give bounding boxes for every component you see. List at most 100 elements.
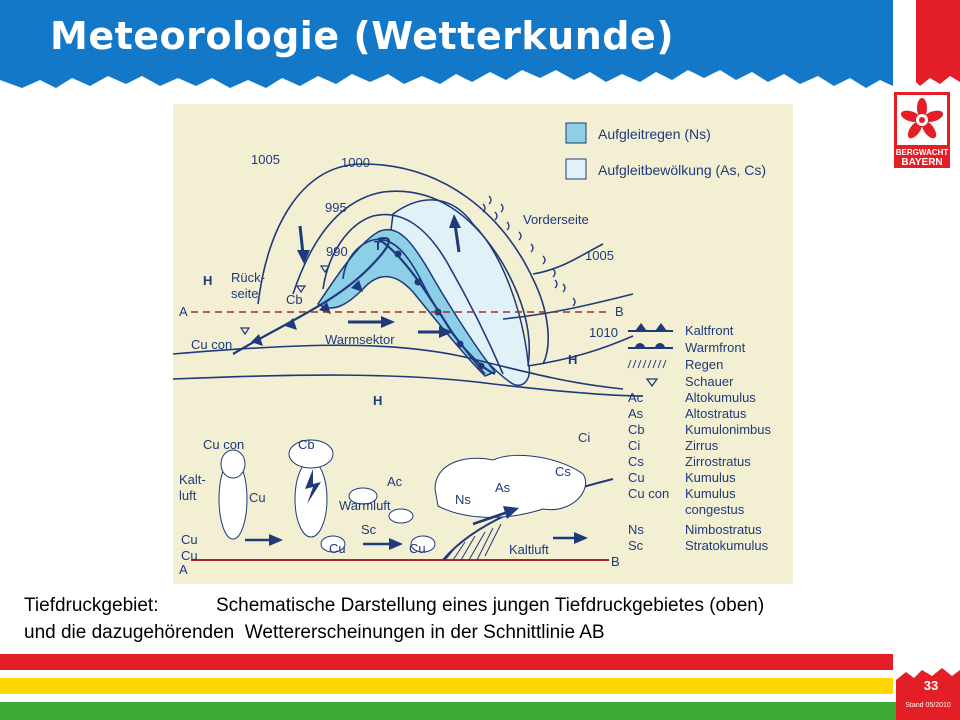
bergwacht-logo: BERGWACHT BAYERN	[894, 92, 950, 168]
caption-line-1: Tiefdruckgebiet: Schematische Darstellung…	[24, 592, 924, 619]
abbr-4: Cs	[628, 454, 644, 469]
section-cu-a: Cu	[249, 490, 266, 505]
abbr-name-7: congestus	[685, 502, 745, 517]
section-B: B	[611, 554, 620, 569]
section-kaltluft-1: Kalt-	[179, 472, 206, 487]
caption-label: Tiefdruckgebiet:	[24, 595, 159, 616]
abbr-name-0: Altokumulus	[685, 390, 756, 405]
label-cb-map: Cb	[286, 292, 303, 307]
label-warmsektor: Warmsektor	[325, 332, 395, 347]
legend-regen: Regen	[685, 357, 723, 372]
legend-kaltfront: Kaltfront	[685, 323, 734, 338]
isobar-990: 990	[326, 244, 348, 259]
legend-schauer: Schauer	[685, 374, 734, 389]
isobars	[173, 163, 644, 397]
abbr-8: Ns	[628, 522, 644, 537]
section-ci: Ci	[578, 430, 590, 445]
label-rueckseite-1: Rück-	[231, 270, 265, 285]
low-pressure-diagram: Aufgleitregen (Ns) Aufgleitbewölkung (As…	[173, 104, 793, 584]
abbr-name-3: Zirrus	[685, 438, 719, 453]
header-banner	[0, 0, 960, 90]
cross-section-arrows	[245, 506, 588, 550]
abbr-name-2: Kumulonimbus	[685, 422, 771, 437]
section-ac: Ac	[387, 474, 403, 489]
stripe-red	[0, 654, 893, 670]
abbr-2: Cb	[628, 422, 645, 437]
caption-text-2: und die dazugehörenden Wettererscheinung…	[24, 622, 605, 643]
isobar-995: 995	[325, 200, 347, 215]
abbreviation-legend: Ac Altokumulus As Altostratus Cb Kumulon…	[628, 390, 771, 553]
section-kaltluft: Kaltluft	[509, 542, 549, 557]
legend-as-cs-swatch	[565, 158, 587, 180]
isobar-1010: 1010	[589, 325, 618, 340]
abbr-name-4: Zirrostratus	[685, 454, 751, 469]
section-cu-b: Cu	[181, 532, 198, 547]
label-B-map: B	[615, 304, 624, 319]
header-red-corner	[916, 0, 960, 86]
label-vorderseite: Vorderseite	[523, 212, 589, 227]
cold-front	[232, 236, 390, 355]
abbr-name-1: Altostratus	[685, 406, 747, 421]
stripe-green	[0, 702, 960, 720]
footer-stripes	[0, 654, 960, 720]
section-cu-e: Cu	[181, 548, 198, 563]
section-kaltluft-2: luft	[179, 488, 197, 503]
slide-number: 33	[923, 678, 939, 693]
legend-ns-label: Aufgleitregen (Ns)	[598, 126, 711, 142]
legend-warmfront: Warmfront	[685, 340, 746, 355]
label-A-map: A	[179, 304, 188, 319]
logo-text-line2: BAYERN	[901, 157, 942, 168]
edelweiss-icon	[900, 98, 944, 139]
section-ns: Ns	[455, 492, 471, 507]
label-high-2: H	[568, 352, 577, 367]
caption-text-1: Schematische Darstellung eines jungen Ti…	[216, 595, 765, 616]
section-cb: Cb	[298, 437, 315, 452]
section-sc: Sc	[361, 522, 377, 537]
schauer-symbol	[645, 378, 659, 388]
label-cu-con-map: Cu con	[191, 337, 232, 352]
stand-date: Stand 05/2010	[905, 702, 951, 709]
label-high-3: H	[373, 393, 382, 408]
regen-symbol	[627, 359, 667, 369]
logo-text-line1: BERGWACHT	[896, 148, 949, 157]
caption: Tiefdruckgebiet: Schematische Darstellung…	[24, 592, 924, 646]
label-high-1: H	[203, 273, 212, 288]
abbr-6: Cu con	[628, 486, 669, 501]
section-warmluft: Warmluft	[339, 498, 391, 513]
section-cu-c: Cu	[329, 541, 346, 556]
kaltfront-symbol-triangles	[635, 323, 667, 331]
frontal-hatching	[444, 523, 502, 561]
section-cs: Cs	[555, 464, 571, 479]
warmfront-symbol-semicircles	[635, 343, 665, 348]
isobar-1000: 1000	[341, 155, 370, 170]
abbr-name-5: Kumulus	[685, 470, 736, 485]
header-white-gap	[893, 0, 916, 90]
wind-arrows	[297, 214, 461, 338]
cold-front-triangles	[251, 280, 363, 346]
page-badge	[896, 668, 960, 720]
header-blue-band	[0, 0, 893, 88]
schauer-triangles	[239, 265, 331, 336]
slide-title: Meteorologie (Wetterkunde)	[50, 14, 675, 58]
rain-area-ns	[316, 229, 497, 377]
abbr-3: Ci	[628, 438, 640, 453]
shower-marks	[482, 195, 576, 307]
legend-as-cs-label: Aufgleitbewölkung (As, Cs)	[598, 162, 766, 178]
section-as: As	[495, 480, 511, 495]
section-cu-con: Cu con	[203, 437, 244, 452]
stripe-yellow	[0, 678, 893, 694]
abbr-5: Cu	[628, 470, 645, 485]
section-labels: Cu con Cb Kalt- luft Cu Cu Ac Warmluft S…	[179, 430, 620, 577]
label-low-T: T	[374, 238, 382, 253]
abbr-name-6: Kumulus	[685, 486, 736, 501]
abbr-name-8: Nimbostratus	[685, 522, 762, 537]
isobar-1005a: 1005	[251, 152, 280, 167]
section-cu-d: Cu	[409, 541, 426, 556]
legend-ns-swatch	[565, 122, 587, 144]
cb-lightning-icon	[305, 469, 321, 504]
abbr-name-9: Stratokumulus	[685, 538, 769, 553]
isobar-1005b: 1005	[585, 248, 614, 263]
abbr-0: Ac	[628, 390, 644, 405]
abbr-1: As	[628, 406, 644, 421]
label-rueckseite-2: seite	[231, 286, 258, 301]
